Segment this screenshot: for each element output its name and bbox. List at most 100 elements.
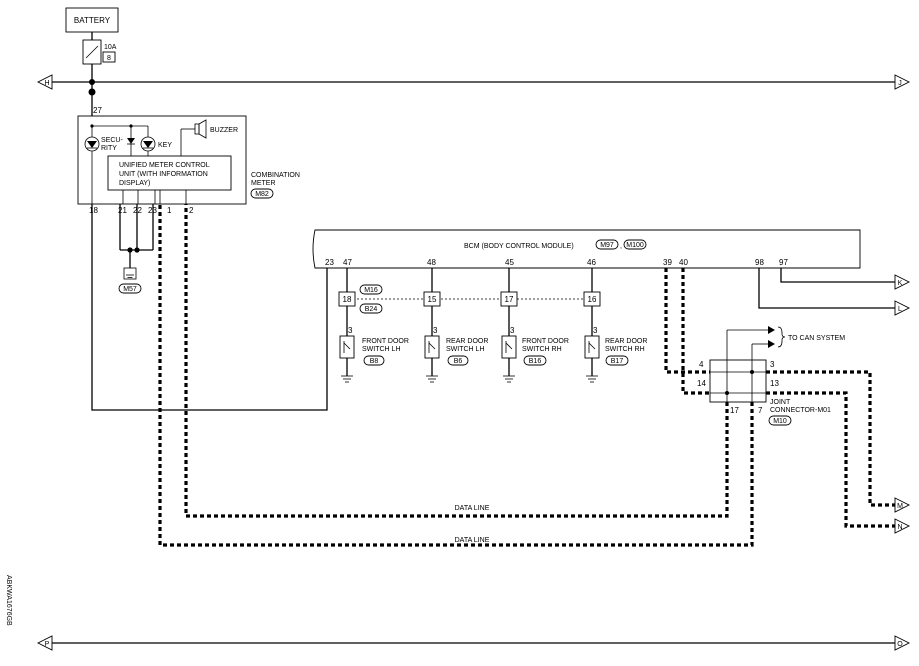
can-system-label: TO CAN SYSTEM <box>788 335 845 342</box>
harness-pin: 18 <box>343 295 352 304</box>
meter-pin-27: 27 <box>93 106 102 115</box>
security-indicator-icon <box>84 136 100 152</box>
bcm-connector-2 <box>623 239 647 250</box>
bcm-pin: 39 <box>663 258 672 267</box>
door-switch-connector: B8 <box>370 358 379 365</box>
battery: BATTERY <box>65 7 119 33</box>
meter-pin: 18 <box>89 206 98 215</box>
meter-pin: 1 <box>167 206 172 215</box>
door-switch-front-rh: 3 FRONT DOOR SWITCH RH B16 <box>501 326 569 383</box>
buzzer-label: BUZZER <box>210 127 238 134</box>
meter-connector-label: M82 <box>255 191 269 198</box>
joint-connector-id <box>768 415 792 426</box>
unit-line-1: UNIFIED METER CONTROL <box>119 162 210 169</box>
joint-connector-line-2: CONNECTOR-M01 <box>770 407 831 414</box>
splice-dot <box>88 88 96 96</box>
ground-icon <box>426 375 438 383</box>
bcm-pin: 47 <box>343 258 352 267</box>
joint-connector-line-1: JOINT <box>770 399 791 406</box>
fuse-rating: 10A <box>104 44 117 51</box>
bcm-pin: 46 <box>587 258 596 267</box>
terminal-m: M <box>897 503 903 510</box>
bcm-pin: 45 <box>505 258 514 267</box>
meter-connector <box>250 188 274 199</box>
ground-connector <box>118 283 142 294</box>
bcm-output-wiring: K L <box>758 268 911 316</box>
combination-meter: 27 SECU- RITY KEY <box>77 106 247 215</box>
door-switch-line-1: FRONT DOOR <box>522 338 569 345</box>
harness-connector-m16-label: M16 <box>364 287 378 294</box>
door-switch-line-2: SWITCH LH <box>446 346 485 353</box>
joint-pin: 7 <box>758 406 763 415</box>
joint-pin: 3 <box>770 360 775 369</box>
bcm-separator: , <box>620 243 622 250</box>
joint-connector-id-label: M10 <box>773 418 787 425</box>
door-switch-pin: 3 <box>348 326 353 335</box>
door-switch-line-1: REAR DOOR <box>605 338 647 345</box>
door-switch-icon <box>428 341 436 353</box>
meter-pin: 2 <box>189 206 194 215</box>
door-switch-connector: B6 <box>454 358 463 365</box>
data-line-upper-label: DATA LINE <box>455 505 490 512</box>
door-switch-front-lh: 3 FRONT DOOR SWITCH LH B8 <box>339 326 409 383</box>
ground-icon <box>503 375 515 383</box>
top-bus: H J <box>36 74 911 90</box>
door-switch-connector: B17 <box>611 358 624 365</box>
door-switch-icon <box>505 341 513 353</box>
meter-ground-wiring: M57 <box>118 204 154 294</box>
bcm: BCM (BODY CONTROL MODULE) M97 , M100 23 … <box>312 229 861 269</box>
unit-line-2: UNIT (WITH INFORMATION <box>119 171 208 178</box>
terminal-l: L <box>898 306 902 313</box>
bus-terminal-p: P <box>45 641 50 648</box>
meter-name-1: COMBINATION <box>251 172 300 179</box>
bcm-connector-1-label: M97 <box>600 242 614 249</box>
data-line-wiring: M N DATA LINE DATA LINE <box>158 204 911 547</box>
wire-meter-to-bcm <box>91 204 328 411</box>
terminal-k: K <box>898 280 903 287</box>
joint-connector: 4 3 14 13 17 7 TO CAN SYSTEM JOINT CONNE… <box>697 326 845 426</box>
door-switch-rear-lh: 3 REAR DOOR SWITCH LH B6 <box>424 326 488 383</box>
bcm-pin: 23 <box>325 258 334 267</box>
bus-terminal-h: H <box>44 80 49 87</box>
harness-pin: 17 <box>505 295 514 304</box>
bcm-connector-1 <box>595 239 619 250</box>
door-switch-pin: 3 <box>433 326 438 335</box>
door-switch-icon <box>343 341 351 353</box>
door-switch-line-1: REAR DOOR <box>446 338 488 345</box>
fuse-number: 8 <box>107 55 111 62</box>
security-label-1: SECU- <box>101 137 123 144</box>
bcm-pin: 97 <box>779 258 788 267</box>
door-switch-pin: 3 <box>593 326 598 335</box>
door-switch-line-2: SWITCH RH <box>605 346 645 353</box>
door-switch-rear-rh: 3 REAR DOOR SWITCH RH B17 <box>584 326 647 383</box>
bus-terminal-j: J <box>898 80 902 87</box>
bcm-pin: 98 <box>755 258 764 267</box>
door-switch-line-2: SWITCH LH <box>362 346 401 353</box>
harness-connector-b24-label: B24 <box>365 306 378 313</box>
joint-pin: 13 <box>770 379 779 388</box>
bus-terminal-o: O <box>897 641 903 648</box>
buzzer-icon <box>194 119 207 139</box>
joint-pin: 14 <box>697 379 706 388</box>
ground-connector-label: M57 <box>123 286 137 293</box>
door-switch-pin: 3 <box>510 326 515 335</box>
meter-pin: 22 <box>133 206 142 215</box>
key-label: KEY <box>158 142 172 149</box>
harness-connector-b24 <box>359 303 383 314</box>
data-line-lower-label: DATA LINE <box>455 537 490 544</box>
bcm-title: BCM (BODY CONTROL MODULE) <box>464 243 574 250</box>
bcm-pin: 40 <box>679 258 688 267</box>
door-switch-line-2: SWITCH RH <box>522 346 562 353</box>
bottom-bus: P O <box>36 635 911 651</box>
joint-pin: 4 <box>699 360 704 369</box>
unit-line-3: DISPLAY) <box>119 180 150 187</box>
door-switch-line-1: FRONT DOOR <box>362 338 409 345</box>
meter-name-2: METER <box>251 180 276 187</box>
bcm-connector-2-label: M100 <box>626 242 644 249</box>
terminal-n: N <box>897 524 902 531</box>
door-switch-connector: B16 <box>529 358 542 365</box>
ground-icon <box>341 375 353 383</box>
security-label-2: RITY <box>101 145 117 152</box>
ground-icon <box>123 267 137 280</box>
